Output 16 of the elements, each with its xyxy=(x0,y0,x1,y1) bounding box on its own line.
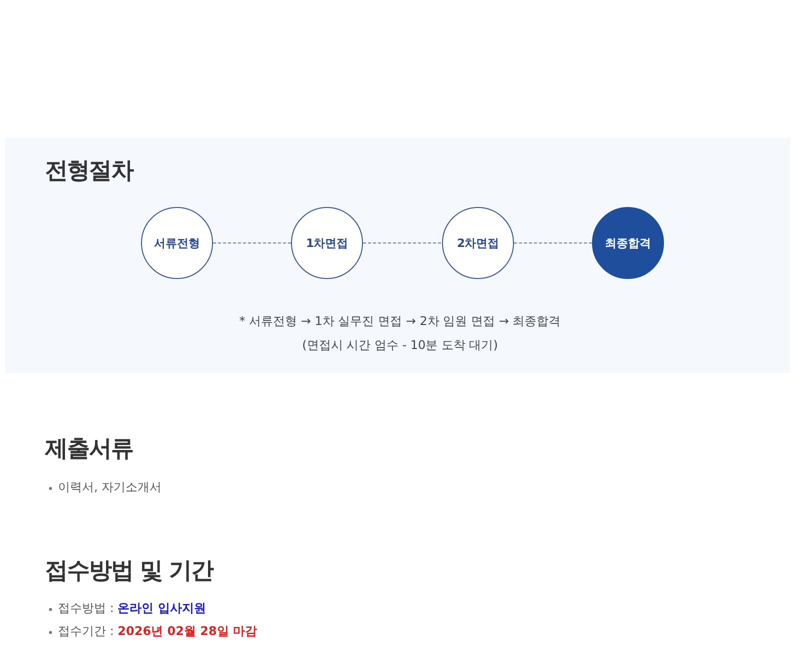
section-heading: 제출서류 xyxy=(45,435,133,464)
note-text: * 서류전형 → 1차 실무진 면접 → 2차 임원 면접 → 최종합격 xyxy=(239,313,561,330)
step-circle: 최종합격 xyxy=(592,207,664,279)
list-item: 이력서, 자기소개서 xyxy=(58,479,162,496)
step-circle: 서류전형 xyxy=(141,207,213,279)
step-circle: 2차면접 xyxy=(442,207,514,279)
step-circle: 1차면접 xyxy=(291,207,363,279)
section-heading: 접수방법 및 기간 xyxy=(45,557,214,586)
list-item: 접수방법 : 온라인 입사지원 xyxy=(58,600,206,617)
connector-line xyxy=(514,242,592,244)
connector-line xyxy=(212,242,292,244)
section-panel xyxy=(5,138,790,373)
note-text: (면접시 시간 엄수 - 10분 도착 대기) xyxy=(302,337,498,354)
section-heading: 전형절차 xyxy=(45,157,133,186)
connector-line xyxy=(362,242,442,244)
list-item: 접수기간 : 2026년 02월 28일 마감 xyxy=(58,623,258,640)
